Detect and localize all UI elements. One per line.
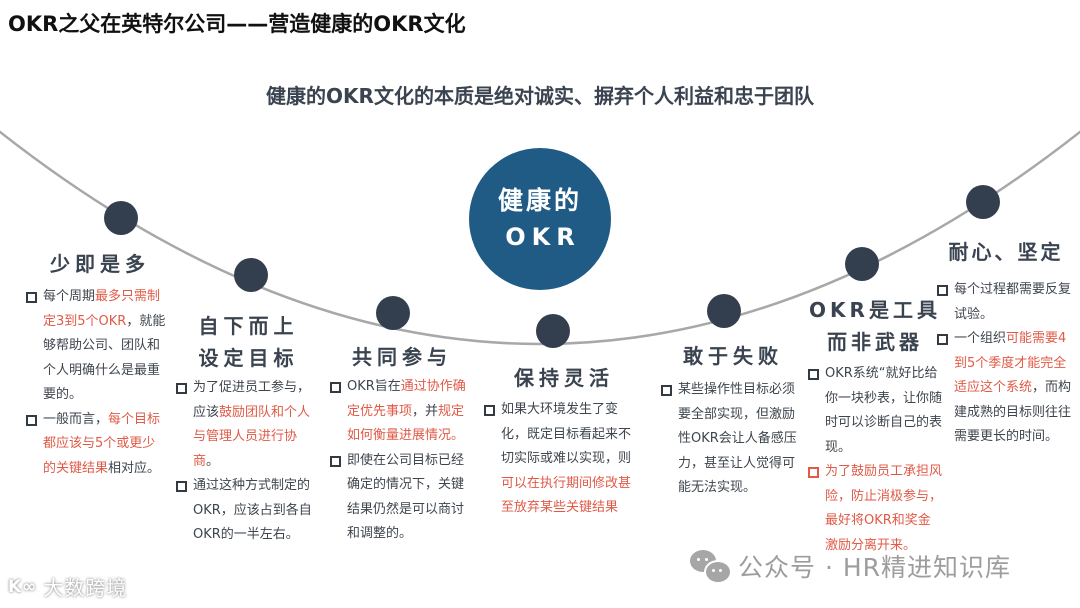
timeline-dot-4: [536, 314, 570, 348]
square-bullet-icon: [26, 414, 37, 426]
timeline-dot-7: [966, 185, 1000, 219]
body-text: 相对应。: [108, 460, 161, 476]
body-text: 一般而言，: [43, 411, 109, 427]
square-bullet-icon: [937, 334, 948, 345]
timeline-dot-5: [707, 294, 741, 328]
section-tool-not-weapon: OKR是工具而非武器 OKR系统“就好比给你一块秒表，让你随时可以诊断自己的表现…: [808, 294, 942, 558]
square-bullet-icon: [937, 285, 948, 296]
highlight-text: 规定如何衡量进展情况。: [347, 403, 465, 444]
bullet-item: 通过这种方式制定的OKR，应该占到各自OKR的一半左右。: [176, 474, 321, 548]
bullet-item: 即使在公司目标已经确定的情况下，关键结果仍然是可以商讨和调整的。: [330, 449, 475, 547]
section-bottom-up-goals: 自下而上设定目标 为了促进员工参与，应该鼓励团队和个人与管理人员进行协商。通过这…: [176, 310, 321, 548]
section-dare-to-fail: 敢于失败 某些操作性目标必须要全部实现，但激励性OKR会让人备感压力，甚至让人觉…: [661, 340, 806, 501]
bullet-item: 为了促进员工参与，应该鼓励团队和个人与管理人员进行协商。: [176, 376, 321, 474]
body-text: OKR系统“就好比给你一块秒表，让你随时可以诊断自己的表现。: [825, 366, 943, 455]
square-bullet-icon: [484, 405, 495, 416]
body-text: ，就能够帮助公司、团队和个人明确什么是最重要的。: [43, 313, 166, 403]
highlight-text: 鼓励团队和个人与管理人员进行协商: [193, 404, 311, 469]
slide-subtitle: 健康的OKR文化的本质是绝对诚实、摒弃个人利益和忠于团队: [266, 84, 814, 108]
body-text: 为了促进员工参与，应该: [193, 380, 311, 420]
section-heading: 少即是多: [50, 252, 150, 276]
section-heading: 共同参与: [352, 345, 452, 369]
bullet-item: 每个周期最多只需制定3到5个OKR，就能够帮助公司、团队和个人明确什么是最重要的…: [26, 285, 166, 408]
square-bullet-icon: [808, 369, 819, 380]
body-text: ，而构建成熟的目标则往往需要更长的时间。: [954, 380, 1072, 444]
body-text: 每个过程都需要反复试验。: [954, 282, 1072, 322]
timeline-dot-2: [234, 258, 268, 292]
center-circle: 健康的 OKR: [469, 148, 611, 290]
highlight-text: 可以在执行期间修改甚至放弃某些关键结果: [501, 475, 632, 516]
center-label-line1: 健康的: [497, 186, 582, 215]
bullet-item: 如果大环境发生了变化，既定目标看起来不切实际或难以实现，则可以在执行期间修改甚至…: [484, 398, 642, 521]
bullet-item: 一个组织可能需要4到5个季度才能完全适应这个系统，而构建成熟的目标则往往需要更长…: [937, 327, 1075, 450]
slide-title: OKR之父在英特尔公司——营造健康的OKR文化: [8, 12, 466, 36]
body-text: OKR旨在: [347, 379, 401, 394]
body-text: ，并: [412, 403, 439, 419]
highlight-text: 可能需要4到5个季度才能完全适应这个系统: [954, 331, 1067, 395]
body-text: 某些操作性目标必须要全部实现，但激励性OKR会让人备感压力，甚至让人觉得可能无法…: [678, 382, 797, 495]
timeline-dot-6: [845, 247, 879, 281]
bullet-item: 某些操作性目标必须要全部实现，但激励性OKR会让人备感压力，甚至让人觉得可能无法…: [661, 378, 806, 501]
highlight-text: 通过协作确定优先事项: [347, 379, 466, 419]
bullet-item: OKR旨在通过协作确定优先事项，并规定如何衡量进展情况。: [330, 375, 475, 449]
watermark-left: K∞ 大数跨境: [8, 572, 127, 601]
section-patience-firmness: 耐心、坚定 每个过程都需要反复试验。一个组织可能需要4到5个季度才能完全适应这个…: [937, 236, 1075, 450]
center-label-line2: OKR: [505, 223, 581, 251]
square-bullet-icon: [330, 455, 341, 467]
square-bullet-icon: [26, 292, 37, 303]
watermark-right-text: 公众号 · HR精进知识库: [738, 553, 1012, 582]
square-bullet-icon: [808, 467, 819, 478]
highlight-text: 每个目标都应该与5个或更少的关键结果: [43, 411, 161, 476]
bullet-item: 为了鼓励员工承担风险，防止消极参与，最好将OKR和奖金激励分离开来。: [808, 460, 942, 558]
section-heading: 敢于失败: [683, 344, 783, 368]
section-heading: OKR是工具而非武器: [809, 298, 941, 354]
section-heading: 保持灵活: [514, 366, 614, 390]
bullet-item: 每个过程都需要反复试验。: [937, 278, 1075, 327]
body-text: 每个周期: [43, 289, 96, 304]
square-bullet-icon: [176, 481, 187, 492]
body-text: 通过这种方式制定的OKR，应该占到各自OKR的一半左右。: [193, 478, 312, 542]
square-bullet-icon: [330, 382, 341, 393]
body-text: 。: [206, 453, 220, 469]
section-heading: 自下而上设定目标: [198, 314, 299, 370]
wechat-icon: [690, 550, 732, 584]
watermark-right: 公众号 · HR精进知识库: [690, 548, 1011, 584]
section-less-is-more: 少即是多 每个周期最多只需制定3到5个OKR，就能够帮助公司、团队和个人明确什么…: [26, 248, 166, 481]
section-heading: 耐心、坚定: [948, 240, 1064, 264]
body-text: 一个组织: [954, 331, 1007, 346]
square-bullet-icon: [661, 385, 672, 396]
timeline-dot-3: [376, 296, 410, 330]
highlight-text: 为了鼓励员工承担风险，防止消极参与，最好将OKR和奖金激励分离开来。: [825, 464, 943, 553]
timeline-dot-1: [104, 201, 138, 235]
brand-logo-icon: K∞: [8, 576, 38, 597]
body-text: 如果大环境发生了变化，既定目标看起来不切实际或难以实现，则: [501, 402, 632, 466]
section-joint-participation: 共同参与 OKR旨在通过协作确定优先事项，并规定如何衡量进展情况。即使在公司目标…: [330, 341, 475, 547]
bullet-item: 一般而言，每个目标都应该与5个或更少的关键结果相对应。: [26, 408, 166, 482]
square-bullet-icon: [176, 383, 187, 394]
bullet-item: OKR系统“就好比给你一块秒表，让你随时可以诊断自己的表现。: [808, 362, 942, 460]
highlight-text: 最多只需制定3到5个OKR: [43, 289, 161, 329]
body-text: 即使在公司目标已经确定的情况下，关键结果仍然是可以商讨和调整的。: [347, 452, 465, 542]
section-stay-flexible: 保持灵活 如果大环境发生了变化，既定目标看起来不切实际或难以实现，则可以在执行期…: [484, 362, 642, 521]
watermark-left-text: 大数跨境: [43, 576, 128, 600]
